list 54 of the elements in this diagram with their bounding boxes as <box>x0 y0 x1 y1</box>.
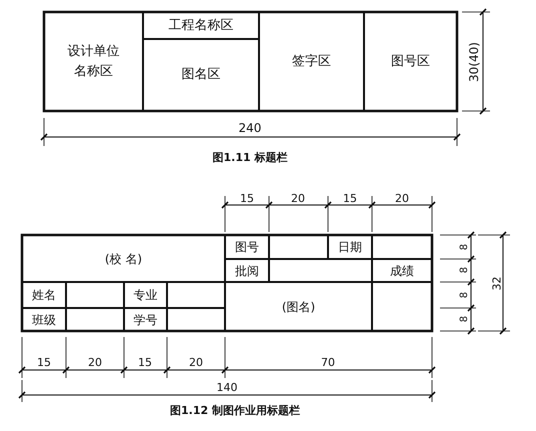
title-block-cell <box>258 11 365 112</box>
cell-text: 批阅 <box>235 262 259 280</box>
dimension-text: 20 <box>395 192 409 204</box>
dimension-text: 32 <box>492 276 502 290</box>
title-block-cell <box>123 307 168 332</box>
cell-text: (校 名) <box>104 250 142 268</box>
cell-text: 图号 <box>235 239 259 256</box>
title-block-cell <box>21 281 67 309</box>
dimension-text: 8 <box>460 292 470 298</box>
cell-text: 成绩 <box>390 262 414 280</box>
blank-cell <box>268 234 329 260</box>
cell-text: (图名) <box>282 298 316 316</box>
dimension-text: 70 <box>321 356 335 368</box>
blank-cell <box>371 234 433 260</box>
cell-text: 姓名 <box>32 287 56 304</box>
dimension-text: 15 <box>37 356 51 368</box>
title-block-cell <box>142 38 260 112</box>
blank-cell <box>268 258 373 283</box>
dimension-text: 8 <box>460 316 470 322</box>
cell-text: 图号区 <box>391 52 430 71</box>
dimension-text: 8 <box>460 244 470 250</box>
dimension-text: 20 <box>189 356 203 368</box>
dimension-text: 140 <box>216 382 238 392</box>
dimension-text: 15 <box>343 192 357 204</box>
title-block-cell <box>142 11 260 40</box>
cell-text: 设计单位名称区 <box>66 43 120 80</box>
figure-caption: 图1.11 标题栏 <box>212 152 288 162</box>
dimension-text: 20 <box>291 192 305 204</box>
title-block-cell <box>224 281 373 332</box>
cell-text: 班级 <box>32 312 56 328</box>
blank-cell <box>65 281 125 309</box>
dimension-text: 8 <box>460 266 470 274</box>
cell-text: 签字区 <box>292 52 331 71</box>
blank-cell <box>65 307 125 332</box>
blank-cell <box>166 307 226 332</box>
title-block-cell <box>371 258 433 283</box>
dimension-text: 15 <box>240 192 254 204</box>
cell-text: 工程名称区 <box>168 16 234 35</box>
cell-text: 专业 <box>134 287 158 304</box>
figure-caption: 图1.12 制图作业用标题栏 <box>170 404 300 416</box>
dimension-text: 20 <box>88 356 102 368</box>
title-block-cell <box>224 258 270 283</box>
cell-text: 日期 <box>338 239 362 256</box>
title-block-cell <box>21 307 67 332</box>
title-block-cell <box>21 234 226 283</box>
cell-text: 图名区 <box>182 66 220 84</box>
dimension-text: 240 <box>238 122 262 134</box>
title-block-cell <box>123 281 168 309</box>
cell-text: 学号 <box>134 312 158 328</box>
blank-cell <box>166 281 226 309</box>
dimension-text: 15 <box>138 356 152 368</box>
title-block-cell <box>224 234 270 260</box>
blank-cell <box>371 281 433 332</box>
title-block-cell <box>327 234 373 260</box>
